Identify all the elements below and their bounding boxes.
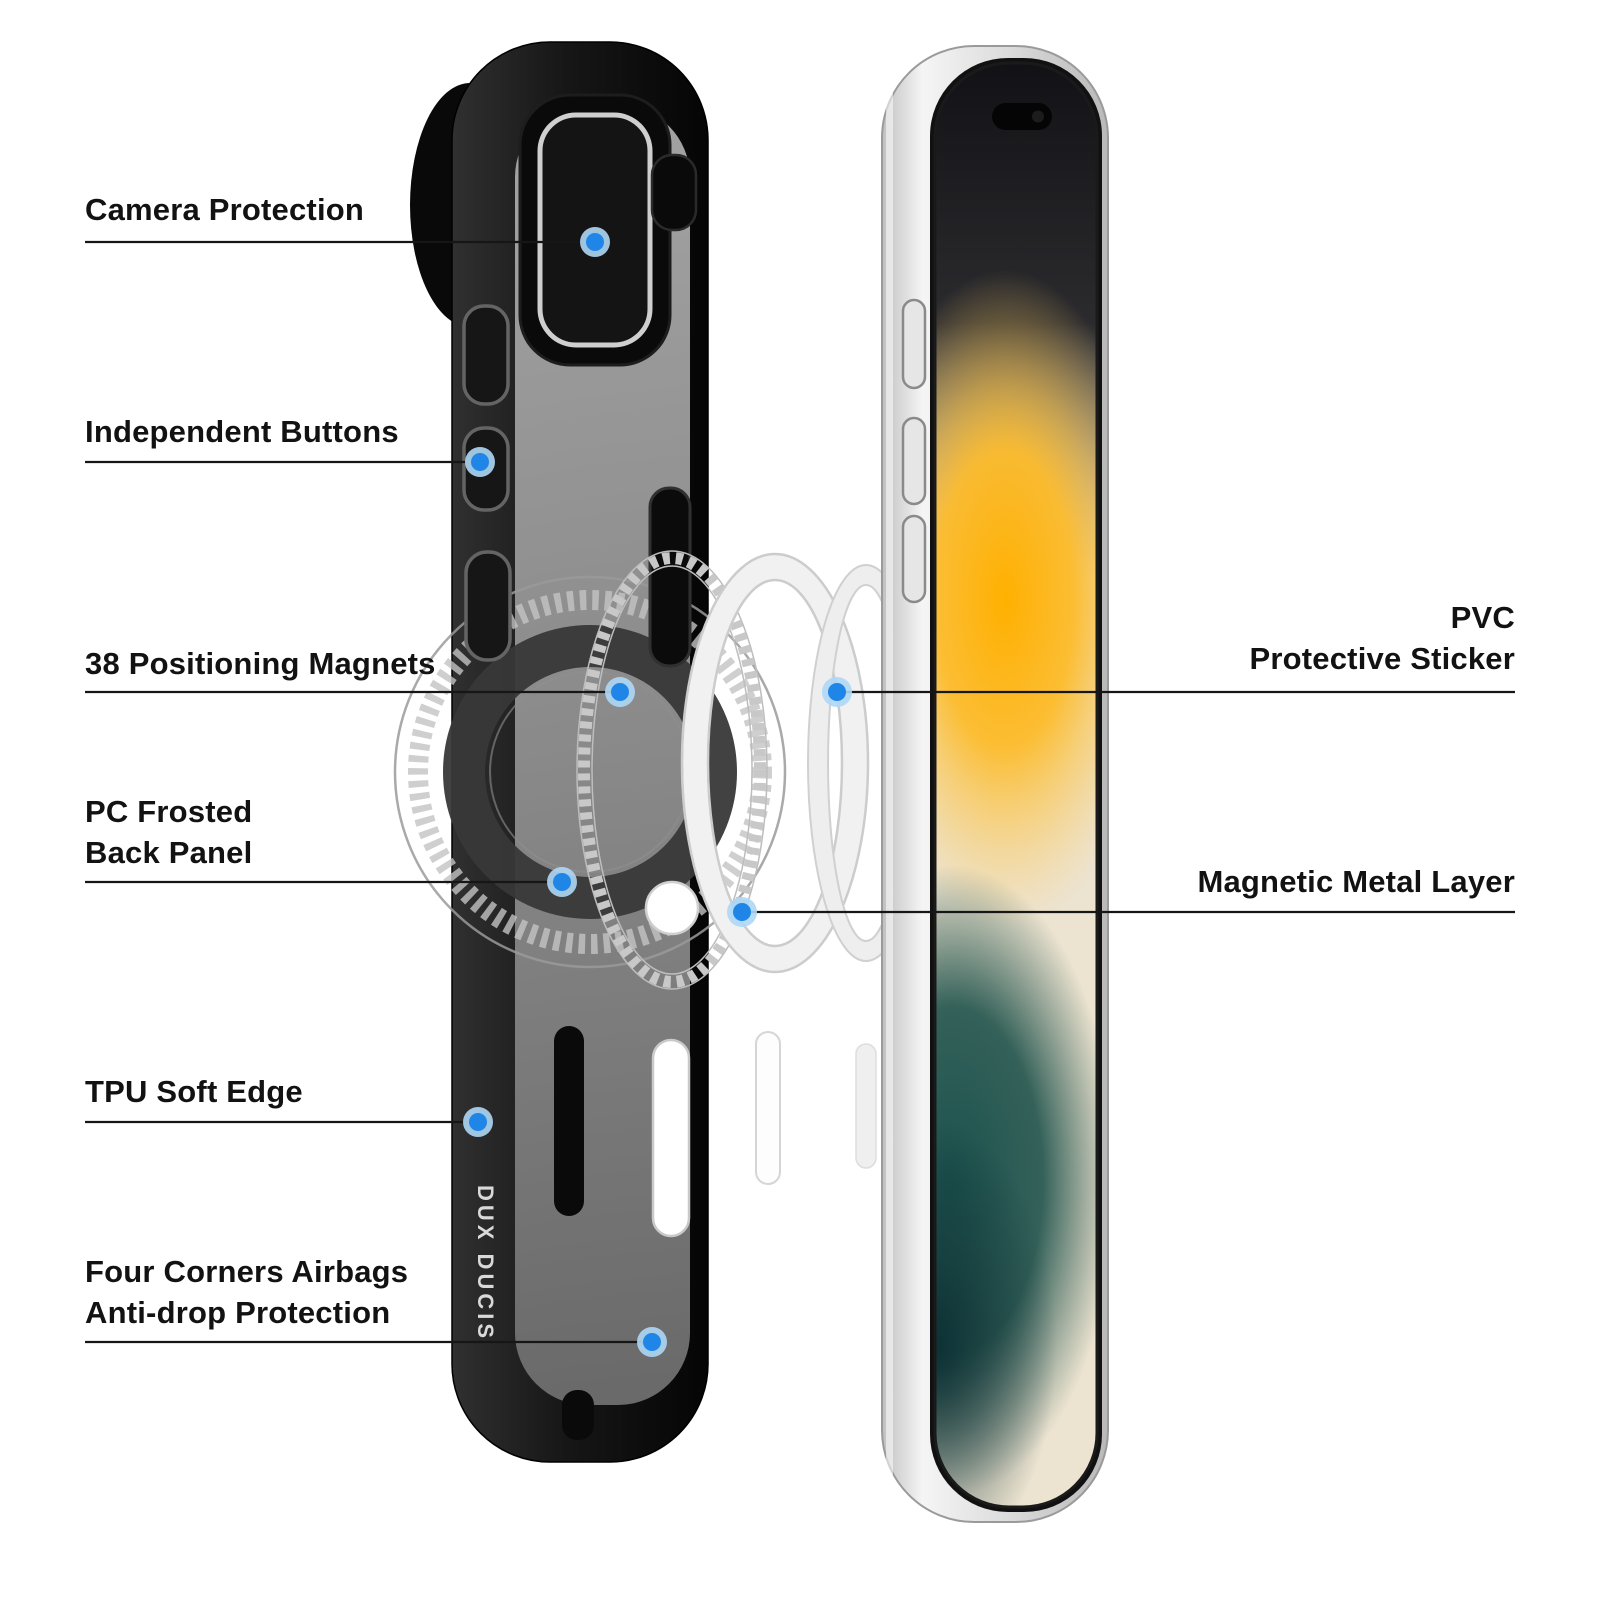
callout-dot-independent-buttons <box>465 447 495 477</box>
callout-dot-pc-frosted-panel <box>547 867 577 897</box>
case-speaker-hole <box>562 1390 594 1440</box>
ring-alignment-tab <box>644 880 700 936</box>
phone-frame-highlight <box>886 54 893 1514</box>
case-side-buttons <box>462 304 512 662</box>
callout-dot-pvc-sticker <box>822 677 852 707</box>
positioning-magnet-ring <box>576 550 768 990</box>
case-bottom-slot <box>554 1026 584 1216</box>
magnet-bar-1 <box>651 1038 691 1238</box>
callout-label-positioning-magnets: 38 Positioning Magnets <box>85 646 436 681</box>
magnet-bar-3 <box>855 1043 877 1169</box>
phone-illustration <box>881 45 1109 1523</box>
phone-screen <box>935 63 1097 1507</box>
callout-label-four-corners: Four Corners Airbags Anti-drop Protectio… <box>85 1254 409 1330</box>
case-inner-button <box>648 486 692 668</box>
callout-dot-camera-protection <box>580 227 610 257</box>
callout-dots <box>463 227 852 1357</box>
callout-dot-tpu-soft-edge <box>463 1107 493 1137</box>
magnet-bar-2 <box>755 1031 781 1185</box>
pvc-sticker-ring <box>680 552 870 974</box>
callout-label-pvc-sticker: PVC Protective Sticker <box>1249 600 1515 676</box>
callout-label-tpu-soft-edge: TPU Soft Edge <box>85 1074 303 1109</box>
brand-logo-text: DUX DUCIS <box>473 1185 498 1342</box>
callout-dot-four-corners <box>637 1327 667 1357</box>
phone-side-buttons <box>901 298 927 604</box>
callout-dot-positioning-magnets <box>605 677 635 707</box>
dynamic-island <box>992 103 1052 130</box>
callout-dot-magnetic-layer <box>727 897 757 927</box>
callout-label-camera-protection: Camera Protection <box>85 192 365 227</box>
callout-label-magnetic-layer: Magnetic Metal Layer <box>1197 864 1515 899</box>
callout-label-pc-frosted-panel: PC Frosted Back Panel <box>85 794 253 870</box>
leader-lines <box>85 240 1515 1344</box>
case-flash-cutout <box>650 153 698 232</box>
callout-label-independent-buttons: Independent Buttons <box>85 414 399 449</box>
phone-screen-edge <box>933 61 1099 1509</box>
